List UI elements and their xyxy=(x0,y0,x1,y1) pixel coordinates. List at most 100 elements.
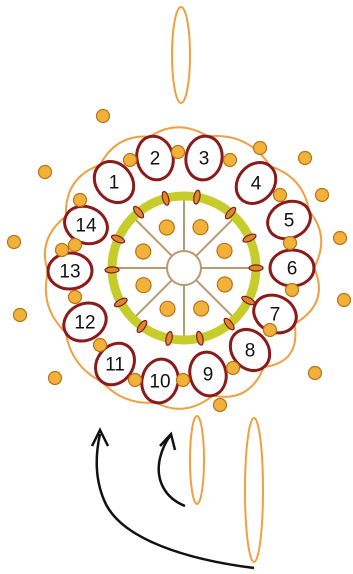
bead-icon xyxy=(225,360,241,376)
bead-icon xyxy=(297,150,313,166)
bead-icon xyxy=(332,230,348,246)
top-thread-loop xyxy=(171,6,191,104)
bead-icon xyxy=(67,237,83,253)
ring-label: 13 xyxy=(59,262,80,283)
bead-icon xyxy=(12,307,28,323)
ring-label: 3 xyxy=(199,149,210,170)
chain-arc xyxy=(212,366,265,398)
ring-10: 10 xyxy=(140,357,180,405)
ring-outline xyxy=(228,327,272,373)
ring-label: 2 xyxy=(150,149,161,170)
outer-chain-arcs xyxy=(44,126,323,410)
bead-icon xyxy=(135,243,152,260)
ring-outline xyxy=(92,160,136,204)
ring-2: 2 xyxy=(135,134,175,182)
spoke xyxy=(135,279,173,317)
join-mark xyxy=(242,233,257,243)
chain-arc xyxy=(64,332,103,383)
join-mark xyxy=(104,266,120,274)
ring-outline xyxy=(234,161,278,205)
ring-4: 4 xyxy=(234,161,278,205)
bead-icon xyxy=(284,282,300,298)
bead-icon xyxy=(72,192,88,208)
bead-icon xyxy=(170,144,186,160)
bead-icon xyxy=(193,300,210,317)
bead-icon xyxy=(212,397,228,413)
join-mark xyxy=(223,317,235,331)
spoke xyxy=(135,219,173,257)
ring-5: 5 xyxy=(266,199,312,241)
ring-label: 12 xyxy=(74,313,95,334)
curved-arrow-icon xyxy=(157,435,186,508)
bead-icon xyxy=(6,234,22,250)
ring-outline xyxy=(266,199,312,241)
curved-arrow-icon xyxy=(95,433,255,570)
ring-12: 12 xyxy=(62,301,108,343)
bottom-short-thread-loop xyxy=(189,415,205,505)
ring-outline xyxy=(140,357,180,405)
ring-outline xyxy=(94,341,136,387)
join-mark xyxy=(248,264,264,272)
ring-3: 3 xyxy=(184,134,224,182)
bead-icon xyxy=(336,292,352,308)
bead-icon xyxy=(54,242,70,258)
join-mark xyxy=(224,206,237,220)
inner-beads xyxy=(135,219,233,317)
ring-label: 5 xyxy=(284,211,295,232)
ring-13: 13 xyxy=(46,251,94,291)
bead-icon xyxy=(158,219,175,236)
bead-icon xyxy=(67,289,83,305)
ring-6: 6 xyxy=(268,248,316,288)
ring-outline xyxy=(184,134,224,182)
join-mark xyxy=(136,319,148,334)
bead-icon xyxy=(127,372,143,388)
chain-arc xyxy=(207,134,272,167)
bead-icon xyxy=(47,370,63,386)
ring-8: 8 xyxy=(228,327,272,373)
ring-1: 1 xyxy=(92,160,136,204)
ring-label: 14 xyxy=(75,216,97,237)
join-mark xyxy=(113,297,128,308)
chain-arc xyxy=(44,215,67,272)
chain-arc xyxy=(263,323,297,369)
bead-icon xyxy=(216,242,233,259)
chain-arc xyxy=(64,163,101,217)
curved-arrow-head-icon xyxy=(90,427,110,447)
center-spokes xyxy=(116,200,252,336)
ring-outline xyxy=(188,350,228,398)
inner-ring-joins xyxy=(104,189,264,346)
chain-arc xyxy=(154,394,214,410)
bead-icon xyxy=(192,219,209,236)
join-mark xyxy=(132,205,145,219)
ring-label: 11 xyxy=(105,355,125,376)
chain-arc xyxy=(269,165,310,212)
bead-icon xyxy=(95,108,111,124)
join-mark xyxy=(165,330,173,346)
bead-icon xyxy=(262,322,278,338)
join-mark xyxy=(110,234,126,244)
ring-label: 4 xyxy=(251,174,262,195)
center-ring xyxy=(166,250,202,286)
bead-icon xyxy=(175,372,191,388)
ring-outline xyxy=(46,251,94,291)
ring-7: 7 xyxy=(252,293,298,335)
direction-arrows xyxy=(90,427,255,570)
ring-label: 8 xyxy=(245,341,256,362)
ring-label: 10 xyxy=(149,372,170,393)
chain-arc xyxy=(101,381,156,404)
join-mark xyxy=(195,330,204,346)
chain-arc xyxy=(44,271,67,334)
chain-arc xyxy=(294,267,320,325)
bead-icon xyxy=(122,152,138,168)
ring-label: 7 xyxy=(270,305,281,326)
bottom-long-thread-loop xyxy=(244,417,264,563)
ring-label: 9 xyxy=(203,365,214,386)
chain-arc xyxy=(99,135,150,166)
ring-9: 9 xyxy=(188,350,228,398)
bead-icon xyxy=(37,164,53,180)
chain-arc xyxy=(148,126,209,138)
bead-icon xyxy=(216,276,233,293)
ring-label: 6 xyxy=(287,259,298,280)
